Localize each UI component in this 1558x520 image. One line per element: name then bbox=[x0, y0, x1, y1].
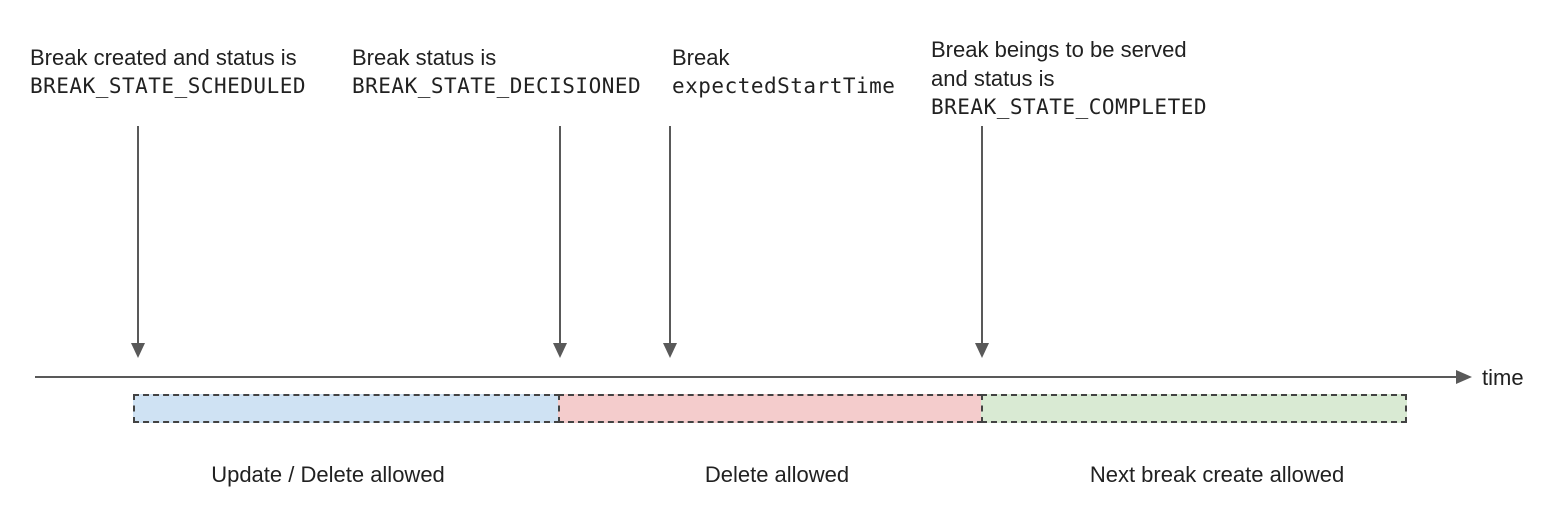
arrow-shaft bbox=[137, 126, 139, 344]
annotation-decisioned-text: Break status is bbox=[352, 45, 497, 70]
segment-label-update-delete: Update / Delete allowed bbox=[211, 462, 445, 487]
annotation-expected-start-text: Break bbox=[672, 45, 730, 70]
arrow-head-icon bbox=[975, 343, 989, 358]
annotation-completed-text2: and status is bbox=[931, 66, 1055, 91]
segment-delete-allowed bbox=[558, 394, 983, 423]
annotation-scheduled: Break created and status is BREAK_STATE_… bbox=[30, 43, 306, 101]
arrow-head-icon bbox=[553, 343, 567, 358]
down-arrow-expected-start bbox=[662, 126, 678, 358]
arrow-shaft bbox=[981, 126, 983, 344]
annotation-expected-start: Break expectedStartTime bbox=[672, 43, 895, 101]
annotation-completed: Break beings to be served and status is … bbox=[931, 35, 1207, 122]
segment-label-delete: Delete allowed bbox=[704, 462, 850, 487]
annotation-decisioned-code: BREAK_STATE_DECISIONED bbox=[352, 74, 642, 98]
down-arrow-completed bbox=[974, 126, 990, 358]
arrow-shaft bbox=[669, 126, 671, 344]
arrow-head-icon bbox=[663, 343, 677, 358]
segment-label-next-break: Next break create allowed bbox=[1089, 462, 1345, 487]
time-axis-line bbox=[35, 376, 1456, 378]
annotation-scheduled-text: Break created and status is bbox=[30, 45, 297, 70]
down-arrow-decisioned bbox=[552, 126, 568, 358]
down-arrow-scheduled bbox=[130, 126, 146, 358]
arrow-shaft bbox=[559, 126, 561, 344]
segment-next-break-create-allowed bbox=[981, 394, 1407, 423]
annotation-scheduled-code: BREAK_STATE_SCHEDULED bbox=[30, 74, 307, 98]
annotation-completed-code: BREAK_STATE_COMPLETED bbox=[931, 95, 1208, 119]
annotation-expected-start-code: expectedStartTime bbox=[672, 74, 896, 98]
annotation-completed-text: Break beings to be served bbox=[931, 37, 1187, 62]
arrow-head-icon bbox=[131, 343, 145, 358]
segment-update-delete-allowed bbox=[133, 394, 560, 423]
annotation-decisioned: Break status is BREAK_STATE_DECISIONED bbox=[352, 43, 641, 101]
time-axis-label: time bbox=[1482, 365, 1524, 390]
time-axis-arrow-icon bbox=[1456, 370, 1472, 384]
